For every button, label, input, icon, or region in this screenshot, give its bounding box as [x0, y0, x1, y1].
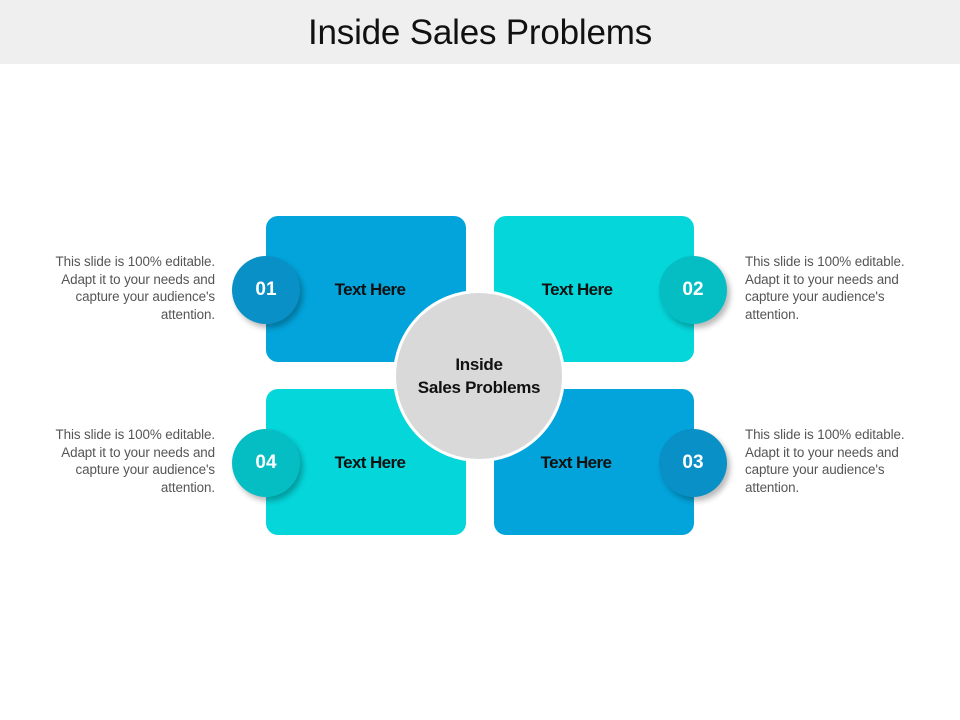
description-03: This slide is 100% editable. Adapt it to…: [745, 427, 905, 495]
number-badge-04: 04: [232, 429, 300, 497]
description-01: This slide is 100% editable. Adapt it to…: [55, 254, 216, 322]
description-02: This slide is 100% editable. Adapt it to…: [745, 254, 905, 322]
card-label-01: Text Here: [334, 280, 406, 299]
number-badge-02: 02: [659, 256, 727, 324]
card-label-03: Text Here: [540, 453, 612, 472]
center-circle: [393, 290, 565, 462]
slide-title: Inside Sales Problems: [307, 13, 653, 52]
description-04: This slide is 100% editable. Adapt it to…: [55, 427, 216, 495]
center-label: Inside Sales Problems: [393, 353, 565, 399]
center-label-line-1: Inside: [455, 355, 503, 374]
title-bar: [0, 0, 960, 64]
number-badge-03: 03: [659, 429, 727, 497]
card-label-02: Text Here: [541, 280, 613, 299]
center-label-line-2: Sales Problems: [417, 378, 541, 397]
number-badge-01: 01: [232, 256, 300, 324]
card-label-04: Text Here: [334, 453, 406, 472]
